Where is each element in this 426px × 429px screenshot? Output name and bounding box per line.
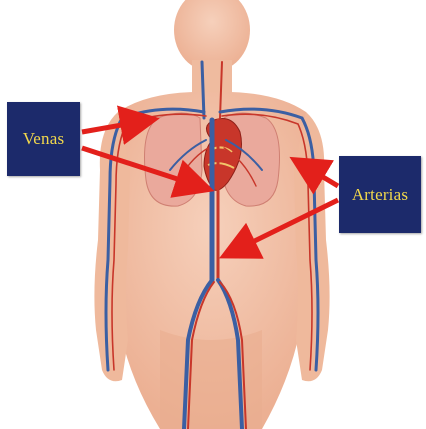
arteries-label: Arterias	[352, 185, 408, 205]
veins-label: Venas	[23, 129, 65, 149]
veins-label-box: Venas	[7, 102, 80, 176]
arteries-label-box: Arterias	[339, 156, 421, 233]
